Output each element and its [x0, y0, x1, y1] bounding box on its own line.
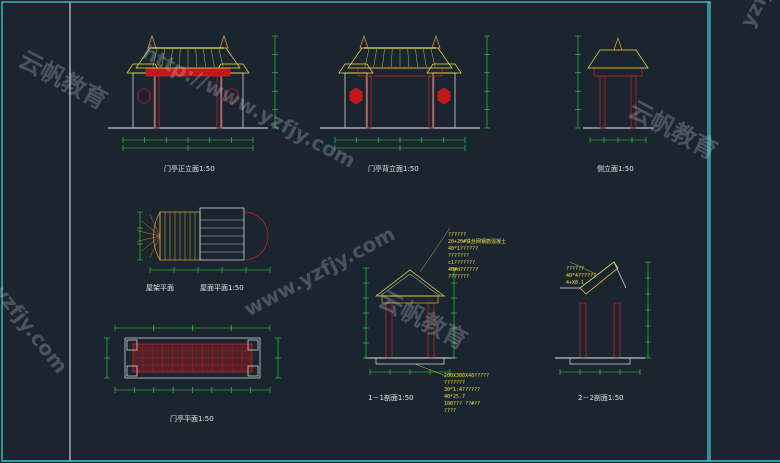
side-elevation-beam — [593, 67, 643, 77]
section-2-roof — [579, 261, 619, 295]
section-1-notes-top: ?????? 20+20#铁丝网钢筋混凝土 40*1?????? ???????… — [448, 232, 506, 281]
roof-frame-rafter — [137, 235, 161, 242]
front-elevation-side-wall — [220, 72, 244, 129]
roof-frame-rafter — [141, 220, 161, 237]
roof-frame-rafter — [137, 230, 161, 237]
section-2-note: 4+X0.1 — [566, 280, 585, 286]
front-elevation-hex-window — [225, 87, 239, 105]
side-elevation-title: 侧立面1:50 — [597, 165, 634, 173]
side-elevation-roof — [587, 49, 649, 69]
front-elevation-roof-tile — [195, 48, 197, 68]
roof-frame-fan — [153, 210, 161, 262]
front-elevation-title: 门亭正立面1:50 — [164, 165, 215, 173]
section-2-foundation — [569, 357, 631, 365]
section-1-foundation — [375, 357, 445, 365]
back-elevation-side-roof — [426, 63, 462, 74]
front-elevation-hex-window — [137, 87, 151, 105]
back-elevation-title: 门亭背立面1:50 — [368, 165, 419, 173]
section-1-note: 30*1:4?????? — [444, 387, 481, 393]
section-1-note: c1??????? — [448, 260, 476, 266]
back-elevation-roof-tile — [391, 48, 393, 68]
section-1-note: 40*1?????? — [448, 246, 479, 252]
side-elevation-column — [599, 75, 606, 129]
back-elevation-roof-tile — [430, 48, 436, 68]
section-1-note: 40*25.7 — [444, 394, 466, 400]
section-1-leader — [414, 363, 447, 377]
section-1-note: ??????? — [448, 274, 470, 280]
roof-frame-rafter — [149, 214, 161, 237]
section-2-column — [613, 302, 621, 359]
back-elevation-roof-tile — [415, 48, 418, 68]
section-1-beam — [381, 295, 439, 304]
side-elevation-column — [630, 75, 637, 129]
gate-plan-column-base — [247, 365, 259, 377]
back-elevation-hex-window — [437, 87, 451, 105]
gate-plan-column-base — [126, 339, 138, 351]
section-1-rafter — [379, 273, 441, 297]
roof-plan-fan — [243, 211, 269, 261]
section-1-note: ??????? — [444, 380, 466, 386]
back-elevation-roof-tile — [364, 48, 370, 68]
section-1-notes-bottom: 200X300X40????? ??????? 30*1:4?????? 40*… — [444, 373, 489, 415]
roof-plan-title: 屋面平面1:50 — [200, 284, 244, 292]
gate-plan-title: 门亭平面1:50 — [170, 415, 214, 423]
section-1-note: ???? — [444, 408, 457, 414]
back-elevation-side-roof — [338, 63, 374, 74]
section-1-note: ?????? — [448, 232, 467, 238]
front-elevation-ridge-ornament — [219, 34, 229, 49]
section-1-leader — [419, 227, 451, 273]
front-elevation-roof-tile — [218, 48, 224, 68]
roof-frame-rafter — [141, 235, 161, 252]
section-1-note: 40#d?????? — [448, 267, 479, 273]
section-2-leader — [569, 261, 597, 275]
front-elevation-roof-tile — [211, 48, 215, 68]
back-elevation-hex-window — [349, 87, 363, 105]
front-elevation-roof-tile — [161, 48, 165, 68]
section-2-note: 40*4?????? — [566, 273, 597, 279]
section-2-title: 2－2剖面1:50 — [578, 394, 624, 402]
section-1-note: 20+20#铁丝网钢筋混凝土 — [448, 239, 507, 245]
section-2-column — [579, 302, 587, 359]
back-elevation-ridge-ornament — [359, 34, 369, 49]
roof-frame-plan-title: 屋架平面 — [146, 284, 174, 292]
back-elevation-roof-tile — [407, 48, 409, 68]
section-1-note: 100??? ??#?? — [444, 401, 481, 407]
section-1-note: 200X300X40????? — [444, 373, 490, 379]
side-elevation-ornament — [613, 36, 623, 51]
front-elevation-beam — [145, 67, 231, 77]
back-elevation-roof-tile — [423, 48, 427, 68]
section-2-note: ?????? — [566, 266, 585, 272]
section-1-title: 1－1剖面1:50 — [368, 394, 414, 402]
front-elevation-side-roof — [214, 63, 250, 74]
section-1-note: ??????? — [448, 253, 470, 259]
roof-frame-rafter — [149, 235, 161, 258]
section-1-column — [385, 302, 393, 359]
front-elevation-side-wall — [132, 72, 156, 129]
front-elevation-roof-tile — [179, 48, 181, 68]
front-elevation-roof-tile — [170, 48, 173, 68]
front-elevation-ridge-ornament — [147, 34, 157, 49]
section-2-notes: ?????? 40*4?????? 4+X0.1 — [566, 266, 596, 287]
section-1-column — [427, 302, 435, 359]
back-elevation-roof-tile — [382, 48, 385, 68]
back-elevation-roof-tile — [373, 48, 377, 68]
gate-plan-outline — [124, 337, 261, 379]
back-elevation-ridge-ornament — [431, 34, 441, 49]
front-elevation-roof-tile — [152, 48, 158, 68]
front-elevation-roof-tile — [203, 48, 206, 68]
section-1-roof — [374, 269, 446, 297]
gate-plan-column-base — [247, 339, 259, 351]
roof-plan-outline — [199, 207, 245, 261]
gate-plan-column-base — [126, 365, 138, 377]
